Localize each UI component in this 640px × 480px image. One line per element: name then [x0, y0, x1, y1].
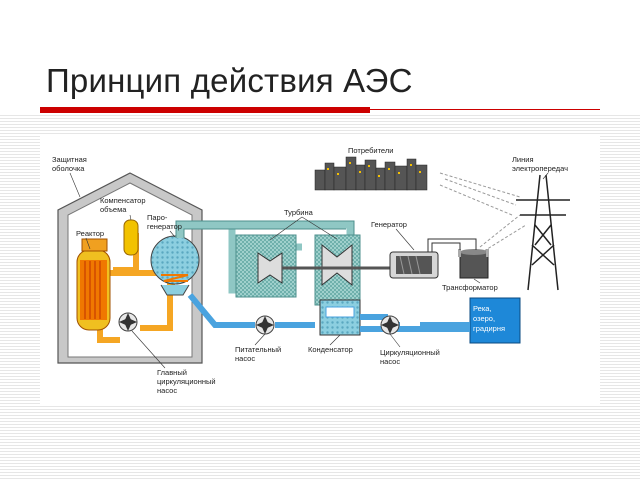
label-containment-1: Защитная: [52, 155, 87, 164]
main-circulation-pump: [118, 312, 138, 332]
label-consumers: Потребители: [348, 146, 393, 155]
label-steamgen-1: Паро-: [147, 213, 168, 222]
label-mainpump-1: Главный: [157, 368, 187, 377]
label-transformer: Трансформатор: [442, 283, 498, 292]
label-water-1: Река,: [473, 304, 492, 313]
label-water-2: озеро,: [473, 314, 495, 323]
generator: [389, 251, 439, 279]
circulation-pump: [380, 315, 400, 335]
label-mainpump-2: циркуляционный: [157, 377, 216, 386]
label-reactor: Реактор: [76, 229, 104, 238]
label-steamgen-2: генератор: [147, 222, 182, 231]
turbine-low-pressure: [282, 234, 400, 306]
label-feedpump-2: насос: [235, 354, 255, 363]
label-feedpump-1: Питательный: [235, 345, 281, 354]
water-reservoir: [469, 297, 521, 344]
label-condenser: Конденсатор: [308, 345, 353, 354]
transmission-wires: [439, 172, 527, 252]
label-mainpump-3: насос: [157, 386, 177, 395]
npp-diagram: Защитная оболочка Компенсатор объема Пар…: [40, 135, 600, 405]
slide-title: Принцип действия АЭС: [46, 62, 413, 99]
title-underline-red: [40, 107, 370, 113]
pressure-compensator: [123, 219, 139, 256]
city-windows: [327, 162, 421, 177]
label-generator: Генератор: [371, 220, 407, 229]
label-compensator-1: Компенсатор: [100, 196, 146, 205]
label-powerline-2: электропередач: [512, 164, 568, 173]
label-circpump-2: насос: [380, 357, 400, 366]
label-containment-2: оболочка: [52, 164, 85, 173]
leader-lines: [69, 172, 549, 369]
transformer: [458, 249, 489, 279]
consumers-city: [314, 156, 428, 191]
generator-to-transformer-wires: [427, 238, 477, 252]
label-turbine: Турбина: [284, 208, 314, 217]
title-underline-thin: [370, 109, 600, 110]
power-pylon: [516, 174, 570, 291]
label-circpump-1: Циркуляционный: [380, 348, 440, 357]
feedwater-lines: [187, 293, 470, 332]
label-compensator-2: объема: [100, 205, 127, 214]
steam-line-outline: [175, 220, 355, 238]
steam-generator: [150, 235, 200, 296]
feed-pump: [255, 315, 275, 335]
npp-diagram-svg: Защитная оболочка Компенсатор объема Пар…: [52, 146, 570, 395]
label-water-3: градирня: [473, 324, 505, 333]
turbine-high-pressure: [235, 234, 297, 298]
reactor: [76, 238, 111, 331]
label-powerline-1: Линия: [512, 155, 534, 164]
condenser: [319, 299, 361, 336]
